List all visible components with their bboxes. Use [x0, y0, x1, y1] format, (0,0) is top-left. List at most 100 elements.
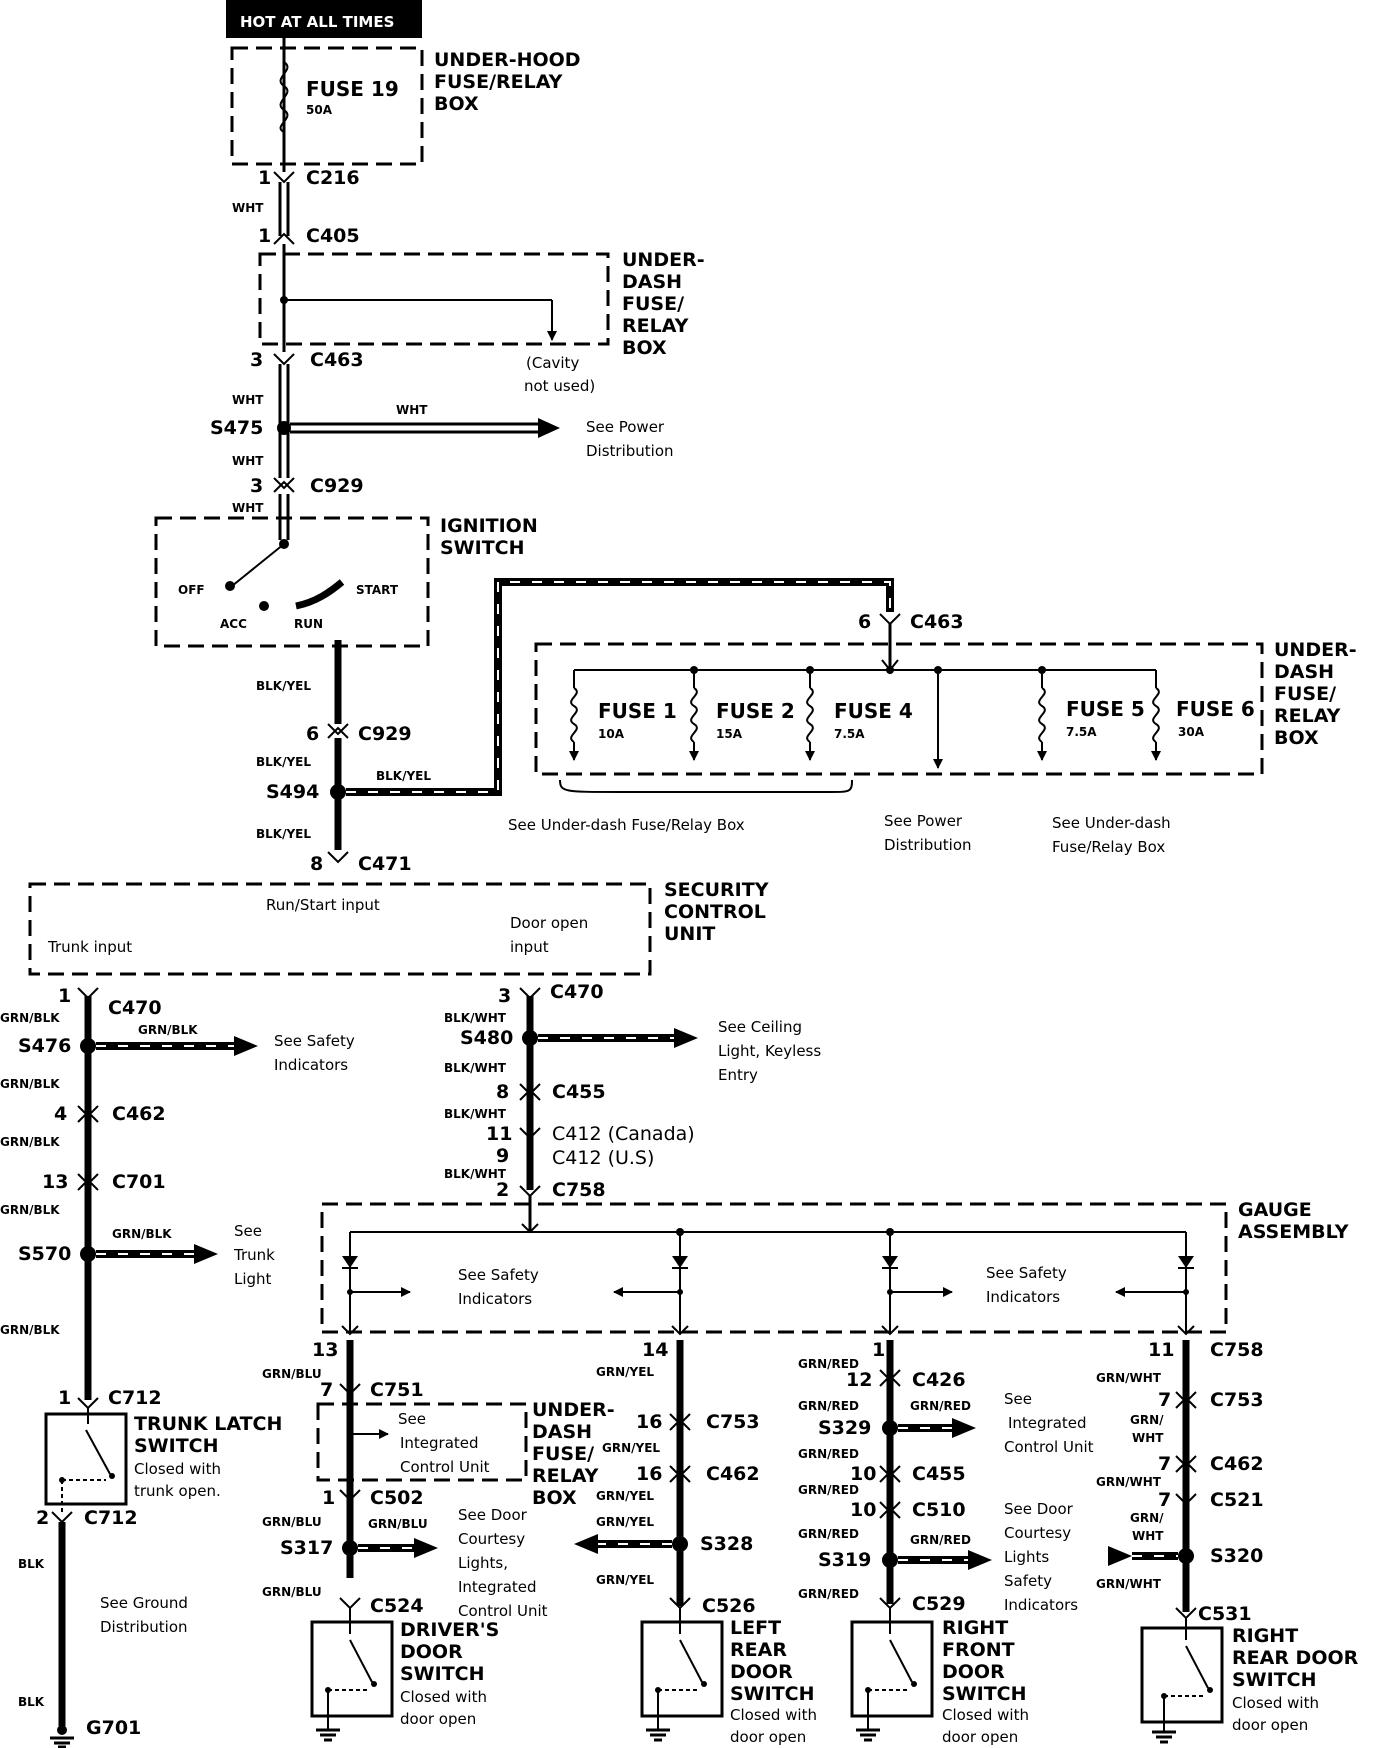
ignition-run: RUN [294, 617, 323, 631]
icu-note-2: Integrated [400, 1434, 479, 1452]
pin-7-c462: 7 [1158, 1453, 1171, 1475]
ground-note-2: Distribution [100, 1618, 188, 1636]
wire-blkwht-1: BLK/WHT [444, 1011, 507, 1025]
driver-switch-label-5: door open [400, 1710, 476, 1728]
cavity-note-1: (Cavity [526, 354, 579, 372]
fuse2-name: FUSE 2 [716, 699, 795, 723]
right-rear-door-switch-box[interactable] [1140, 1626, 1224, 1724]
drivers-door-ground-icon [316, 1728, 340, 1742]
pin-9-c412: 9 [496, 1145, 509, 1167]
gauge-safety-1a: See Safety [458, 1266, 539, 1284]
connector-c712-bottom: C712 [84, 1507, 138, 1529]
power-dist-note-4: Distribution [884, 836, 972, 854]
underdash-mid-label-3: FUSE/ [1274, 683, 1336, 705]
wire-grnblu-2: GRN/BLU [262, 1515, 322, 1529]
connector-c412-canada: C412 (Canada) [552, 1123, 695, 1145]
wire-grnblu-s317: GRN/BLU [368, 1517, 428, 1531]
ceiling-note-3: Entry [718, 1066, 758, 1084]
safety-note-1: See Safety [274, 1032, 355, 1050]
icu-note-1: See [398, 1410, 426, 1428]
splice-s320 [1178, 1548, 1194, 1564]
splice-s320-label: S320 [1210, 1545, 1263, 1567]
splice-s476-label: S476 [18, 1035, 71, 1057]
icu-note-6: Control Unit [1004, 1438, 1094, 1456]
connector-c929-bottom: C929 [358, 723, 412, 745]
rightfront-switch-label-5: Closed with [942, 1706, 1029, 1724]
pin-11-c758: 11 [1148, 1339, 1174, 1361]
door-courtesy-7: Courtesy [1004, 1524, 1071, 1542]
underdash-small-label-2: DASH [532, 1421, 592, 1443]
fuse6-name: FUSE 6 [1176, 697, 1255, 721]
connector-c526: C526 [702, 1595, 756, 1617]
c455-right-symbol [879, 1465, 901, 1483]
drivers-door-switch-box[interactable] [310, 1620, 394, 1718]
gauge-safety-2a: See Safety [986, 1264, 1067, 1282]
rightrear-switch-label-5: door open [1232, 1716, 1308, 1734]
pin-3-c463: 3 [250, 349, 263, 371]
underhood-label-3: BOX [434, 93, 479, 115]
underdash-mid-outline [534, 642, 1264, 776]
connector-c426: C426 [912, 1369, 966, 1391]
splice-s475 [277, 421, 291, 435]
pin-16-c753: 16 [636, 1411, 662, 1433]
underhood-label-2: FUSE/RELAY [434, 71, 563, 93]
right-front-door-switch-box[interactable] [850, 1620, 934, 1718]
leftrear-switch-label-5: Closed with [730, 1706, 817, 1724]
connector-c471: C471 [358, 853, 412, 875]
underdash-top-outline [258, 252, 610, 346]
connector-c462-center: C462 [706, 1463, 760, 1485]
underdash-fuse-note-2b: Fuse/Relay Box [1052, 838, 1165, 856]
pin-8-c455: 8 [496, 1081, 509, 1103]
fuse19-symbol [279, 61, 289, 133]
rightfront-switch-label-6: door open [942, 1728, 1018, 1746]
underdash-top-label-2: DASH [622, 271, 682, 293]
security-label-2: CONTROL [664, 901, 766, 923]
pin-6-c929: 6 [306, 723, 319, 745]
fuse5-name: FUSE 5 [1066, 697, 1145, 721]
wire-blkwht-4: BLK/WHT [444, 1167, 507, 1181]
left-rear-ground-icon [646, 1728, 670, 1742]
fuse1-amp: 10A [598, 727, 625, 741]
fuse-6 [1151, 670, 1161, 761]
connector-c712-top: C712 [108, 1387, 162, 1409]
splice-s317-label: S317 [280, 1537, 333, 1559]
ceiling-note-2: Light, Keyless [718, 1042, 821, 1060]
leftrear-switch-label-2: REAR [730, 1639, 787, 1661]
wire-grnwht-3: GRN/WHT [1096, 1577, 1162, 1591]
pin-10-c455: 10 [850, 1463, 876, 1485]
trunk-latch-switch-box[interactable] [44, 1412, 128, 1506]
underdash-top-label-5: BOX [622, 337, 667, 359]
door-courtesy-6: See Door [1004, 1500, 1074, 1518]
connector-c463-top: C463 [310, 349, 364, 371]
rightfront-switch-label-4: SWITCH [942, 1683, 1027, 1705]
pin-13-c701: 13 [42, 1171, 68, 1193]
connector-c463-mid: C463 [910, 611, 964, 633]
trunk-light-note-1: See [234, 1222, 262, 1240]
door-open-input-2: input [510, 938, 549, 956]
left-rear-door-switch-box[interactable] [640, 1620, 724, 1718]
wire-wht-rr-1: WHT [1132, 1431, 1164, 1445]
c701-symbol [77, 1173, 99, 1191]
ignition-switch-outline [154, 516, 430, 648]
wire-blkyel-3: BLK/YEL [256, 827, 311, 841]
wire-grnblk-1: GRN/BLK [0, 1011, 60, 1025]
hot-at-all-times-banner [226, 0, 422, 38]
splice-s317 [342, 1540, 358, 1556]
wire-grnyel-2: GRN/YEL [602, 1441, 660, 1455]
pin-1-c426: 1 [872, 1339, 885, 1361]
wire-grnred-1: GRN/RED [798, 1357, 859, 1371]
wire-blkyel-s494: BLK/YEL [376, 769, 431, 783]
underdash-mid-label-4: RELAY [1274, 705, 1341, 727]
wire-wht-rr-2: WHT [1132, 1529, 1164, 1543]
splice-s329 [882, 1420, 898, 1436]
c524-symbol [339, 1597, 361, 1610]
pin-13-c758: 13 [312, 1339, 338, 1361]
pin-7-c521: 7 [1158, 1489, 1171, 1511]
connector-c521: C521 [1210, 1489, 1264, 1511]
wire-grnyel-s328: GRN/YEL [596, 1515, 654, 1529]
pin-4-c462: 4 [54, 1103, 67, 1125]
wire-grnblk-5: GRN/BLK [0, 1323, 60, 1337]
pin-8-c471: 8 [310, 853, 323, 875]
trunk-switch-label-4: trunk open. [134, 1482, 221, 1500]
c471-symbol [327, 851, 349, 864]
